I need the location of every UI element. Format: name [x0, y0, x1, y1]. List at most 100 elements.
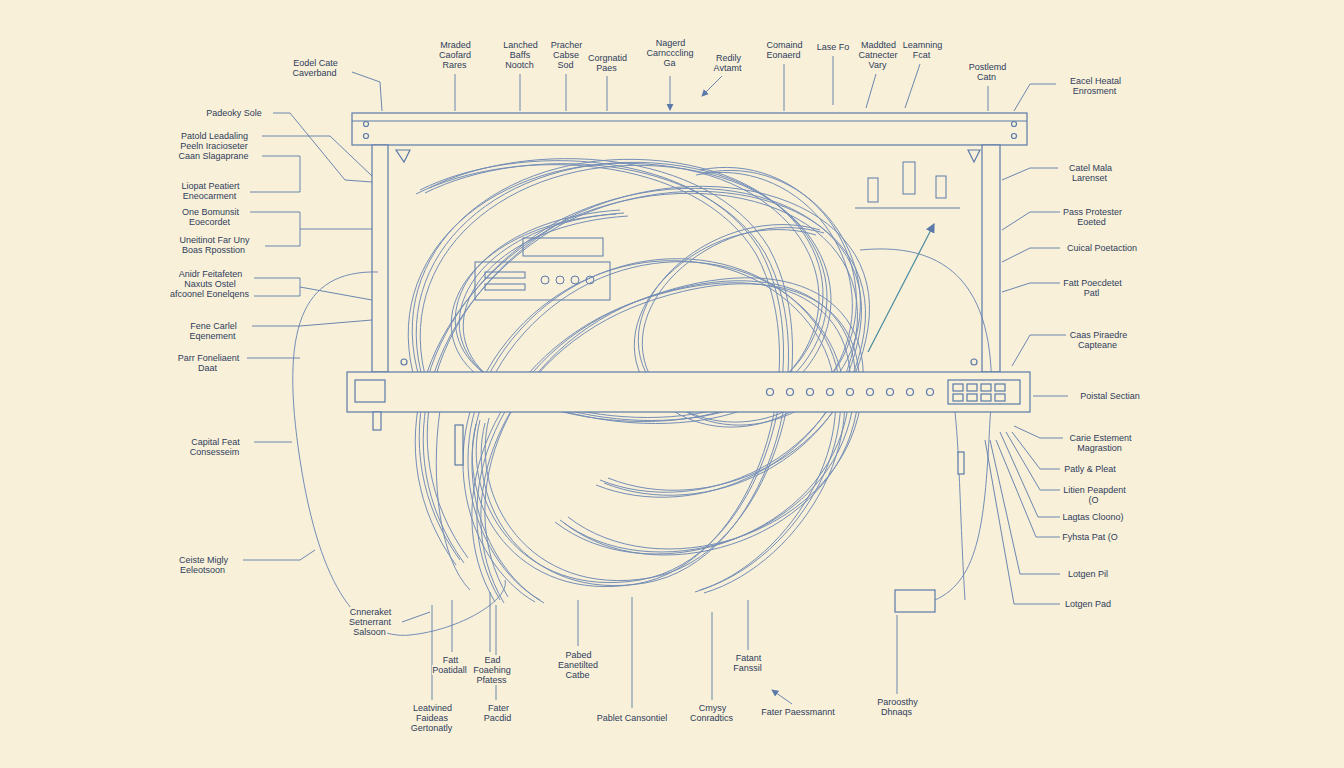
- leader-lines-part: [452, 600, 453, 652]
- leader-lines-part: [784, 64, 785, 111]
- rack-device-part: [541, 276, 549, 284]
- leader-lines-part: [632, 597, 633, 708]
- patch-panel-part: [355, 380, 385, 402]
- label-text: Pracher Cabse Sod: [550, 40, 583, 70]
- cable-bundle-part: [955, 412, 965, 600]
- label-text: Corgnatid Paes: [587, 53, 627, 73]
- callout-label: Lagtas Cloono): [1058, 512, 1128, 522]
- callout-label: Parr Foneliaent Daat: [172, 353, 244, 373]
- cable-bundle-part: [436, 410, 470, 590]
- label-text: Fyhsta Pat (O: [1061, 532, 1119, 542]
- callout-label: Fene Carlel Eqenement: [177, 321, 249, 341]
- rack-device-part: [523, 238, 603, 256]
- leader-lines-part: [670, 76, 671, 110]
- callout-label: Lotgen Pad: [1057, 599, 1119, 609]
- label-text: Poistal Sectian: [1079, 391, 1141, 401]
- callout-label: Caas Piraedre Capteane: [1067, 330, 1129, 350]
- label-text: Lagtas Cloono): [1061, 512, 1124, 522]
- label-text: Paroosthy Dhnaqs: [876, 697, 918, 717]
- leader-lines: [243, 56, 1068, 708]
- label-text: Fatt Poecdetet Patl: [1062, 278, 1122, 298]
- leader-lines-part: [1014, 84, 1056, 111]
- leader-lines-part: [866, 74, 876, 108]
- rack-device-part: [855, 208, 960, 209]
- label-text: Cnneraket Setnerrant Salsoon: [349, 607, 392, 637]
- callout-label: Anidr Feitafeten Naxuts Ostel afcoonel E…: [168, 269, 252, 299]
- patch-panel-part: [907, 389, 914, 396]
- leader-lines-part: [1002, 168, 1058, 180]
- leader-lines-part: [897, 615, 898, 694]
- callout-label: Pabed Eanetilted Catbe: [549, 650, 607, 680]
- label-text: Comaind Eonaerd: [765, 40, 802, 60]
- leader-lines-part: [455, 74, 456, 111]
- label-text: Parr Foneliaent Daat: [177, 353, 240, 373]
- rack-device-part: [903, 162, 915, 194]
- leader-lines-part: [250, 156, 300, 192]
- label-text: Leatvined Faideas Gertonatly: [411, 703, 454, 733]
- rack-device-part: [936, 176, 946, 198]
- label-text: Fater Paessmannt: [760, 707, 836, 717]
- callout-label: Ead Foaehing Pfatess: [471, 655, 513, 685]
- label-text: Pass Protester Eoeted: [1062, 207, 1122, 227]
- patch-panel-part: [958, 452, 964, 474]
- callout-label: Poistal Sectian: [1070, 391, 1150, 401]
- label-text: Capital Feat Consesseim: [190, 437, 241, 457]
- label-text: One Bomunsit Eoecordet: [181, 207, 239, 227]
- callout-label: Ceiste Migly Eeleotsoon: [167, 555, 239, 575]
- label-text: Litien Peapdent (O: [1062, 485, 1126, 505]
- callout-label: Nagerd Carncccling Ga: [639, 38, 701, 68]
- cable-bundle-part: [293, 272, 506, 635]
- patch-panel-part: [948, 380, 1020, 404]
- label-text: Carie Estement Magrastion: [1068, 433, 1131, 453]
- callout-label: Comaind Eonaerd: [760, 40, 808, 60]
- cable-bundle-part: [472, 283, 851, 602]
- label-text: Uneitinot Far Uny Boas Rposstion: [178, 235, 249, 255]
- callout-label: Carie Estement Magrastion: [1064, 433, 1136, 453]
- callout-label: Pass Protester Eoeted: [1061, 207, 1123, 227]
- patch-panel-part: [347, 372, 1030, 412]
- label-text: Eacel Heatal Enrosment: [1069, 76, 1121, 96]
- patch-panel-part: [995, 384, 1005, 391]
- patch-panel-part: [967, 394, 977, 401]
- patch-panel-part: [455, 425, 463, 465]
- label-text: Cuical Poetaction: [1066, 243, 1138, 253]
- patch-panel-part: [981, 384, 991, 391]
- callout-label: Corgnatid Paes: [582, 53, 632, 73]
- leader-lines-part: [254, 278, 300, 296]
- callout-label: Fatt Poatidall: [431, 655, 469, 675]
- callout-label: Padeoky Sole: [199, 108, 269, 118]
- callout-label: Patold Leadaling Peeln Iracioseter Caan …: [169, 131, 259, 161]
- pointer-arrow: [868, 224, 934, 352]
- leader-lines-part: [712, 612, 713, 700]
- label-text: Fatant Fanssil: [733, 653, 763, 673]
- rack-frame-part: [968, 150, 980, 162]
- patch-panel-part: [807, 389, 814, 396]
- patch-panel-part: [867, 389, 874, 396]
- leader-lines-part: [254, 442, 292, 443]
- callout-label: Paroosthy Dhnaqs: [871, 697, 923, 717]
- label-text: Fater Pacdid: [484, 703, 513, 723]
- callout-label: Cmysy Conradtics: [687, 703, 737, 723]
- rack-frame-part: [1012, 122, 1017, 127]
- callout-label: One Bomunsit Eoecordet: [174, 207, 246, 227]
- cable-bundle-part: [429, 159, 793, 581]
- callout-label: Liopat Peatiert Eneocarment: [174, 181, 246, 201]
- leader-lines-part: [748, 600, 749, 650]
- rack-frame-part: [364, 134, 369, 139]
- leader-lines-part: [496, 605, 497, 700]
- callout-label: Leatvined Faideas Gertonatly: [403, 703, 461, 733]
- cable-bundle-part: [468, 259, 841, 600]
- label-text: Nagerd Carncccling Ga: [646, 38, 693, 68]
- leader-lines-part: [988, 86, 989, 111]
- rack-frame-part: [372, 145, 388, 372]
- rack-frame-part: [1012, 134, 1017, 139]
- leader-lines-part: [996, 440, 1060, 537]
- patch-panel-part: [373, 412, 381, 430]
- label-text: Maddted Catnecter Vary: [858, 40, 897, 70]
- leader-lines-part: [432, 605, 433, 700]
- callout-label: Fyhsta Pat (O: [1059, 532, 1121, 542]
- rack-frame-part: [364, 122, 369, 127]
- patch-panel-part: [787, 389, 794, 396]
